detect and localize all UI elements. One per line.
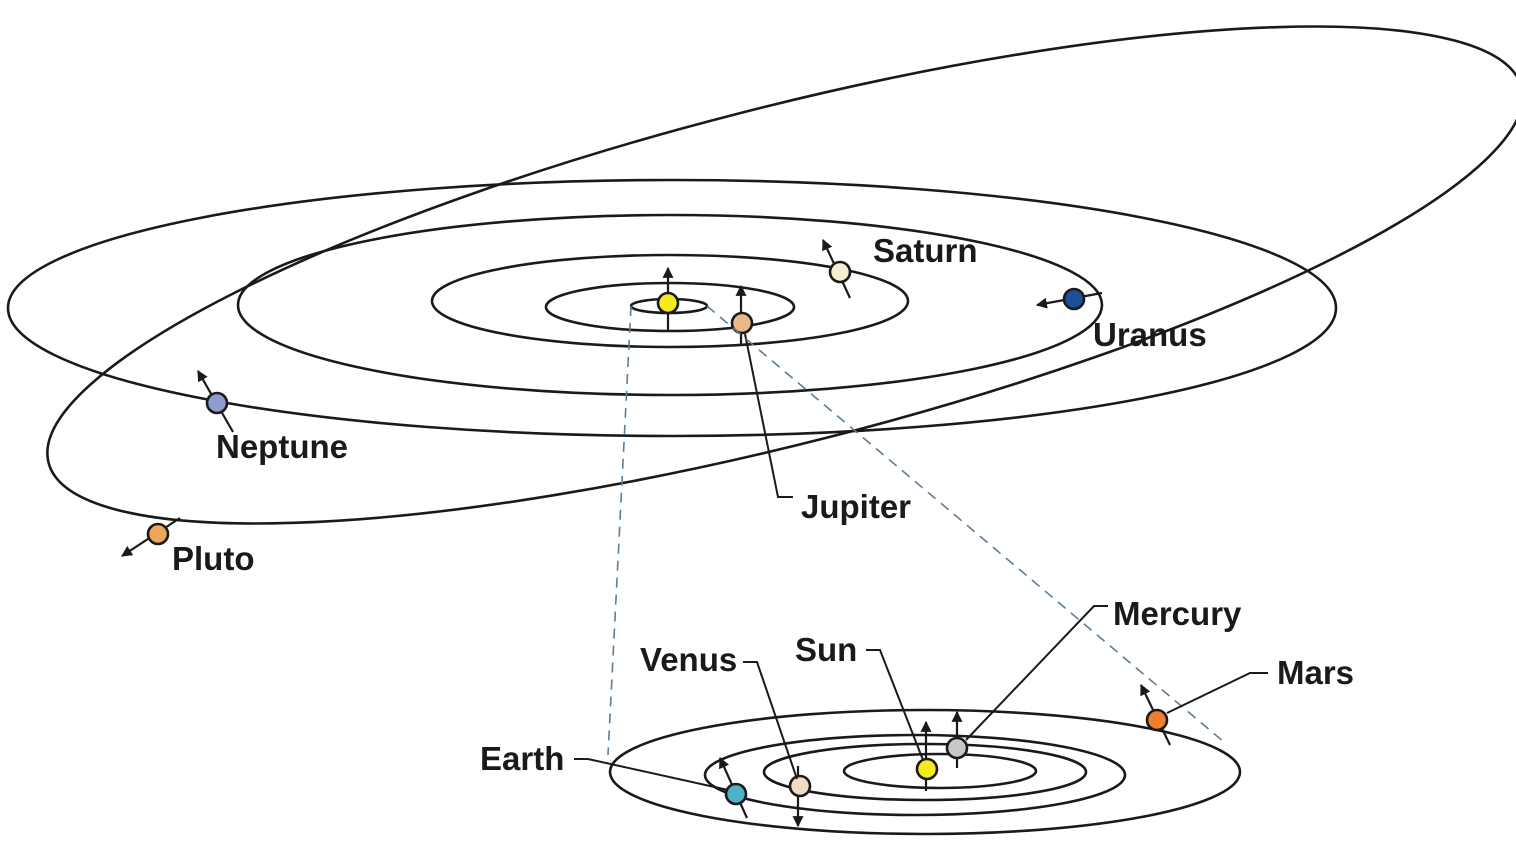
earth-leader-line <box>574 758 729 791</box>
mercury-planet <box>945 710 969 768</box>
pluto-orbit <box>46 25 1516 525</box>
uranus-icon <box>1062 287 1086 311</box>
pluto-planet <box>121 517 181 557</box>
jupiter-icon <box>730 311 754 335</box>
sun-icon <box>915 757 939 781</box>
projection-line-left <box>607 305 632 756</box>
mercury-orbit <box>842 752 1038 790</box>
projection-line-right <box>706 305 1225 743</box>
outer-sun <box>656 266 680 330</box>
saturn-planet <box>822 239 852 299</box>
pluto-label: Pluto <box>172 540 254 577</box>
pluto-icon <box>146 522 170 546</box>
saturn-icon <box>828 260 852 284</box>
earth-label: Earth <box>480 740 564 777</box>
neptune-planet <box>197 370 234 433</box>
mars-label: Mars <box>1277 654 1354 691</box>
mars-leader-line <box>1166 672 1268 714</box>
inner-solar-system <box>574 605 1268 836</box>
venus-label: Venus <box>640 641 737 678</box>
uranus-orbit <box>236 213 1104 397</box>
uranus-label: Uranus <box>1093 316 1207 353</box>
uranus-planet <box>1035 287 1103 311</box>
outer-solar-system <box>6 25 1516 557</box>
mars-planet <box>1140 684 1171 746</box>
saturn-orbit <box>430 253 910 349</box>
mercury-label: Mercury <box>1113 595 1242 632</box>
saturn-label: Saturn <box>873 232 978 269</box>
sun-leader-line <box>866 649 924 761</box>
jupiter-leader-line <box>744 333 793 498</box>
mercury-icon <box>945 736 969 760</box>
jupiter-planet <box>730 284 754 346</box>
neptune-label: Neptune <box>216 428 348 465</box>
earth-icon <box>724 782 748 806</box>
mercury-leader-line <box>965 605 1108 741</box>
inner-sun <box>915 720 939 791</box>
mars-orbit <box>608 708 1242 836</box>
mars-icon <box>1145 708 1169 732</box>
labels: Saturn Uranus Neptune Jupiter Pluto Merc… <box>172 232 1354 777</box>
outer-sun-icon <box>656 291 680 315</box>
earth-orbit <box>703 733 1127 817</box>
venus-icon <box>788 774 812 798</box>
earth-planet <box>718 756 749 819</box>
jupiter-inner-orbit <box>544 281 796 333</box>
venus-planet <box>788 766 812 828</box>
neptune-icon <box>205 391 229 415</box>
jupiter-label: Jupiter <box>801 488 911 525</box>
venus-leader-line <box>743 661 798 780</box>
neptune-orbit <box>6 178 1338 438</box>
sun-label: Sun <box>795 631 857 668</box>
